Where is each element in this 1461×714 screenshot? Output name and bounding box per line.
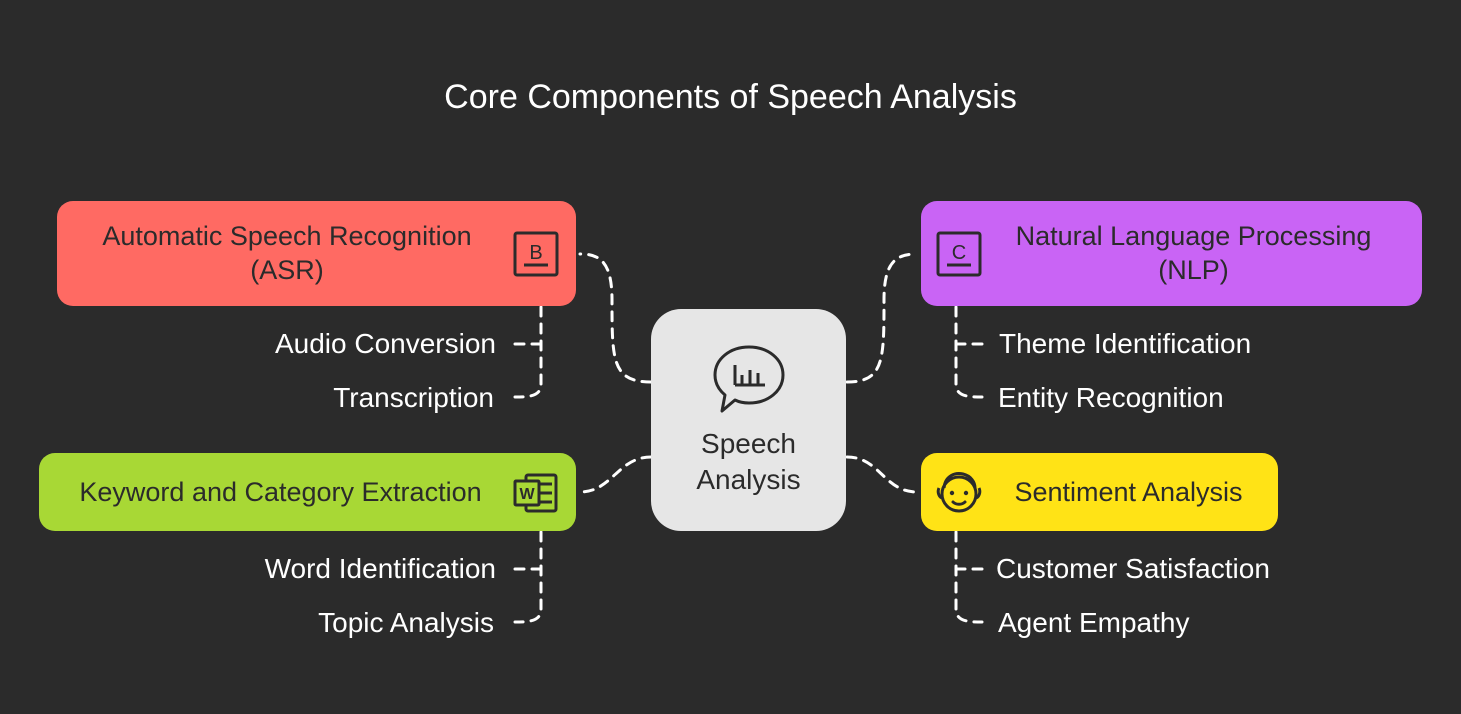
sentiment-label: Sentiment Analysis <box>1014 477 1243 507</box>
nlp-item-theme-identification: Theme Identification <box>999 328 1252 359</box>
emotion-face-icon <box>936 472 982 513</box>
asr-label: Automatic Speech Recognition (ASR) <box>67 219 507 287</box>
svg-text:B: B <box>529 242 542 264</box>
svg-text:C: C <box>952 242 966 264</box>
center-label-line2: Analysis <box>696 464 801 495</box>
letter-b-box-icon: B <box>513 231 559 277</box>
connector-keyword-trunk <box>513 530 543 624</box>
nlp-item-entity-recognition: Entity Recognition <box>998 382 1224 413</box>
connector-center-asr <box>578 252 653 384</box>
asr-item-audio-conversion: Audio Conversion <box>274 328 496 359</box>
word-document-icon: W <box>513 473 558 513</box>
keyword-item-topic-analysis: Topic Analysis <box>318 607 494 638</box>
asr-box: Automatic Speech Recognition (ASR) B <box>57 201 576 306</box>
connector-nlp-trunk <box>954 305 984 399</box>
connector-center-nlp <box>845 252 919 384</box>
nlp-label: Natural Language Processing (NLP) <box>991 219 1396 287</box>
center-label: Speech Analysis <box>651 426 846 498</box>
connector-center-sentiment <box>845 455 919 494</box>
sentiment-box: Sentiment Analysis <box>921 453 1278 531</box>
asr-item-transcription: Transcription <box>333 382 494 413</box>
keyword-box: Keyword and Category Extraction W <box>39 453 576 531</box>
diagram-title: Core Components of Speech Analysis <box>444 78 1017 116</box>
svg-text:W: W <box>519 486 535 503</box>
asr-label-line2: (ASR) <box>250 255 324 285</box>
nlp-box: C Natural Language Processing (NLP) <box>921 201 1422 306</box>
connector-center-keyword <box>578 455 653 494</box>
nlp-label-line2: (NLP) <box>1158 255 1229 285</box>
speech-bubble-chart-icon <box>713 345 785 413</box>
keyword-label: Keyword and Category Extraction <box>79 477 482 507</box>
connector-sentiment-trunk <box>954 530 984 624</box>
keyword-item-word-identification: Word Identification <box>264 553 496 584</box>
asr-label-line1: Automatic Speech Recognition <box>102 221 472 251</box>
sentiment-item-agent-empathy: Agent Empathy <box>998 607 1190 638</box>
nlp-label-line1: Natural Language Processing <box>1015 221 1372 251</box>
center-hub: Speech Analysis <box>651 309 846 531</box>
letter-c-box-icon: C <box>936 231 982 277</box>
connector-asr-trunk <box>513 305 543 399</box>
sentiment-item-customer-satisfaction: Customer Satisfaction <box>996 553 1270 584</box>
center-label-line1: Speech <box>701 428 796 459</box>
